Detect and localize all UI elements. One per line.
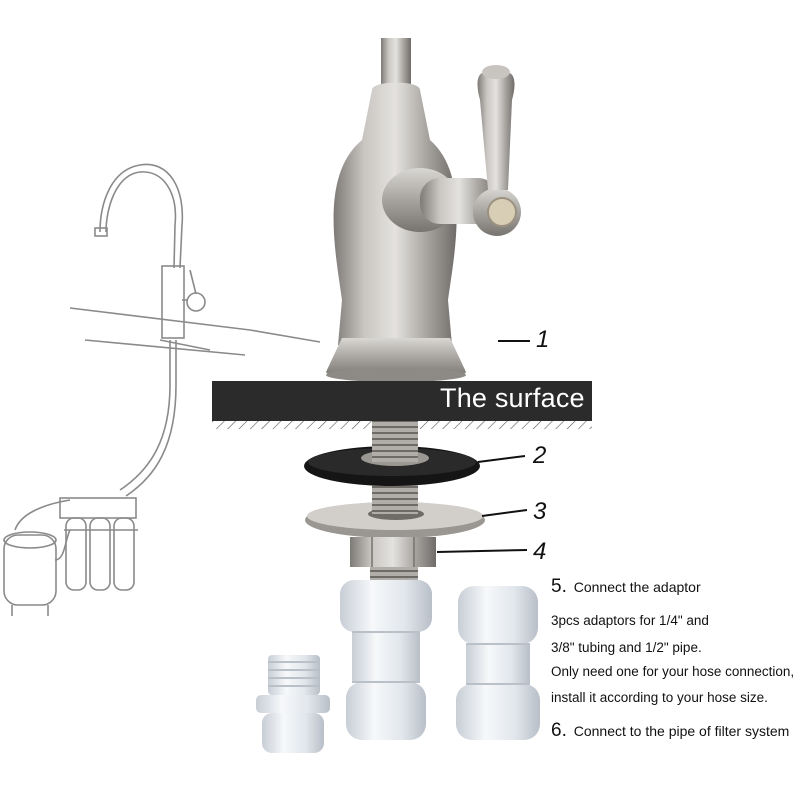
step-6-number: 6.: [551, 720, 567, 741]
step-6-text: Connect to the pipe of filter system: [573, 723, 790, 739]
callout-1: 1: [536, 326, 550, 353]
step-5-text: Connect the adaptor: [573, 579, 701, 595]
step-6: 6. Connect to the pipe of filter system: [551, 720, 789, 742]
system-line-drawing: [3, 163, 321, 616]
note-line-2: 3/8" tubing and 1/2" pipe.: [551, 640, 702, 655]
step-5-number: 5.: [551, 576, 567, 597]
adaptor-center: [340, 580, 432, 740]
callout-lines: [436, 340, 530, 553]
adaptor-right: [456, 586, 540, 740]
hex-nut: [350, 537, 436, 581]
faucet: [326, 38, 521, 382]
callout-4: 4: [533, 538, 547, 565]
adaptor-threaded: [256, 655, 330, 753]
callout-3: 3: [533, 498, 547, 525]
note-line-3: Only need one for your hose connection,: [551, 664, 795, 679]
step-5: 5. Connect the adaptor: [551, 576, 701, 598]
callout-2: 2: [533, 442, 547, 469]
steel-washer: [305, 492, 485, 538]
rubber-washer: [304, 440, 480, 486]
note-line-4: install it according to your hose size.: [551, 690, 768, 705]
surface-label: The surface: [440, 383, 585, 413]
note-line-1: 3pcs adaptors for 1/4" and: [551, 613, 709, 628]
